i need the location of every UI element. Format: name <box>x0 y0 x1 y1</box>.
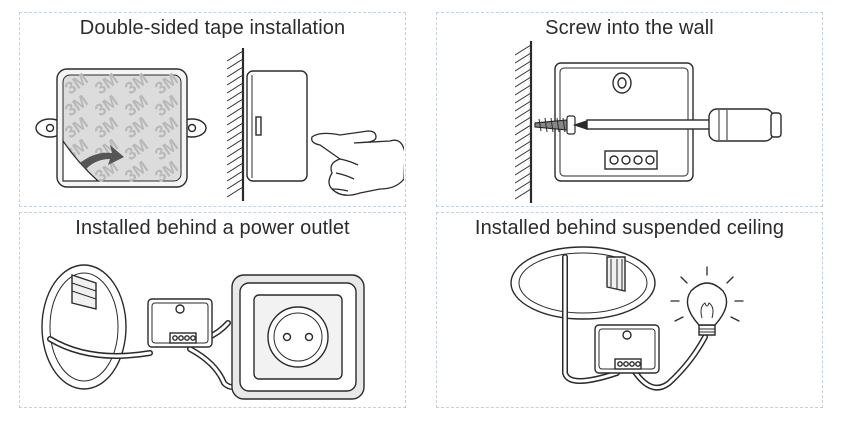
wall-hatch <box>226 48 245 201</box>
hatch-line <box>514 164 532 176</box>
peel-arrow-icon <box>80 145 124 169</box>
hatch-line <box>514 44 532 56</box>
hatch-line <box>514 116 532 128</box>
hatch-line <box>226 114 244 126</box>
power-outlet-illustration <box>41 264 365 400</box>
hatch-line <box>514 92 532 104</box>
screwdriver-icon <box>572 108 782 142</box>
hatch-line <box>226 186 244 198</box>
hatch-line <box>514 68 532 80</box>
controller-box-icon <box>594 324 660 374</box>
hatch-line <box>226 98 244 110</box>
hatch-line <box>226 162 244 174</box>
panel-suspended-ceiling: Installed behind suspended ceiling <box>436 212 823 408</box>
hatch-line <box>514 132 532 144</box>
hatch-line <box>514 156 532 168</box>
hatch-line <box>514 140 532 152</box>
ceiling-opening <box>510 246 656 320</box>
hatch-line <box>514 100 532 112</box>
power-outlet-icon <box>231 274 365 400</box>
suspended-ceiling-illustration <box>510 246 744 391</box>
hatch-line <box>514 172 532 184</box>
hatch-line <box>226 170 244 182</box>
panel-title: Installed behind a power outlet <box>75 217 350 239</box>
hatch-line <box>514 188 532 200</box>
hatch-line <box>226 90 244 102</box>
hatch-line <box>226 138 244 150</box>
panel-title: Screw into the wall <box>545 17 714 39</box>
panel-power-outlet: Installed behind a power outlet <box>19 212 406 408</box>
hatch-line <box>514 180 532 192</box>
controller-box-side <box>246 70 308 182</box>
light-bulb-icon <box>670 266 744 336</box>
hatch-line <box>226 146 244 158</box>
wall-hatch <box>514 41 533 203</box>
peeled-corner <box>62 139 100 182</box>
hatch-line <box>226 50 244 62</box>
hatch-line <box>226 82 244 94</box>
tape-installation-illustration: 3M3M3M3M3M3M3M3M3M3M3M3M3M3M3M3M3M3M3M3M <box>35 48 404 201</box>
panel-screw-installation: Screw into the wall <box>436 12 823 207</box>
hatch-line <box>226 66 244 78</box>
hatch-line <box>514 60 532 72</box>
hatch-line <box>226 154 244 166</box>
hatch-line <box>226 178 244 190</box>
hatch-line <box>226 122 244 134</box>
hatch-line <box>226 74 244 86</box>
panel-title: Installed behind suspended ceiling <box>474 217 785 239</box>
hatch-line <box>514 84 532 96</box>
hatch-line <box>226 58 244 70</box>
pointing-hand-icon <box>311 130 404 196</box>
screw-installation-illustration <box>514 41 782 203</box>
hatch-line <box>514 124 532 136</box>
hatch-line <box>514 108 532 120</box>
panel-title: Double-sided tape installation <box>79 17 346 39</box>
hatch-line <box>226 130 244 142</box>
wall-opening <box>41 264 127 390</box>
hatch-line <box>514 148 532 160</box>
controller-box-icon <box>147 298 213 348</box>
hatch-line <box>514 76 532 88</box>
hatch-line <box>226 106 244 118</box>
hatch-line <box>514 52 532 64</box>
